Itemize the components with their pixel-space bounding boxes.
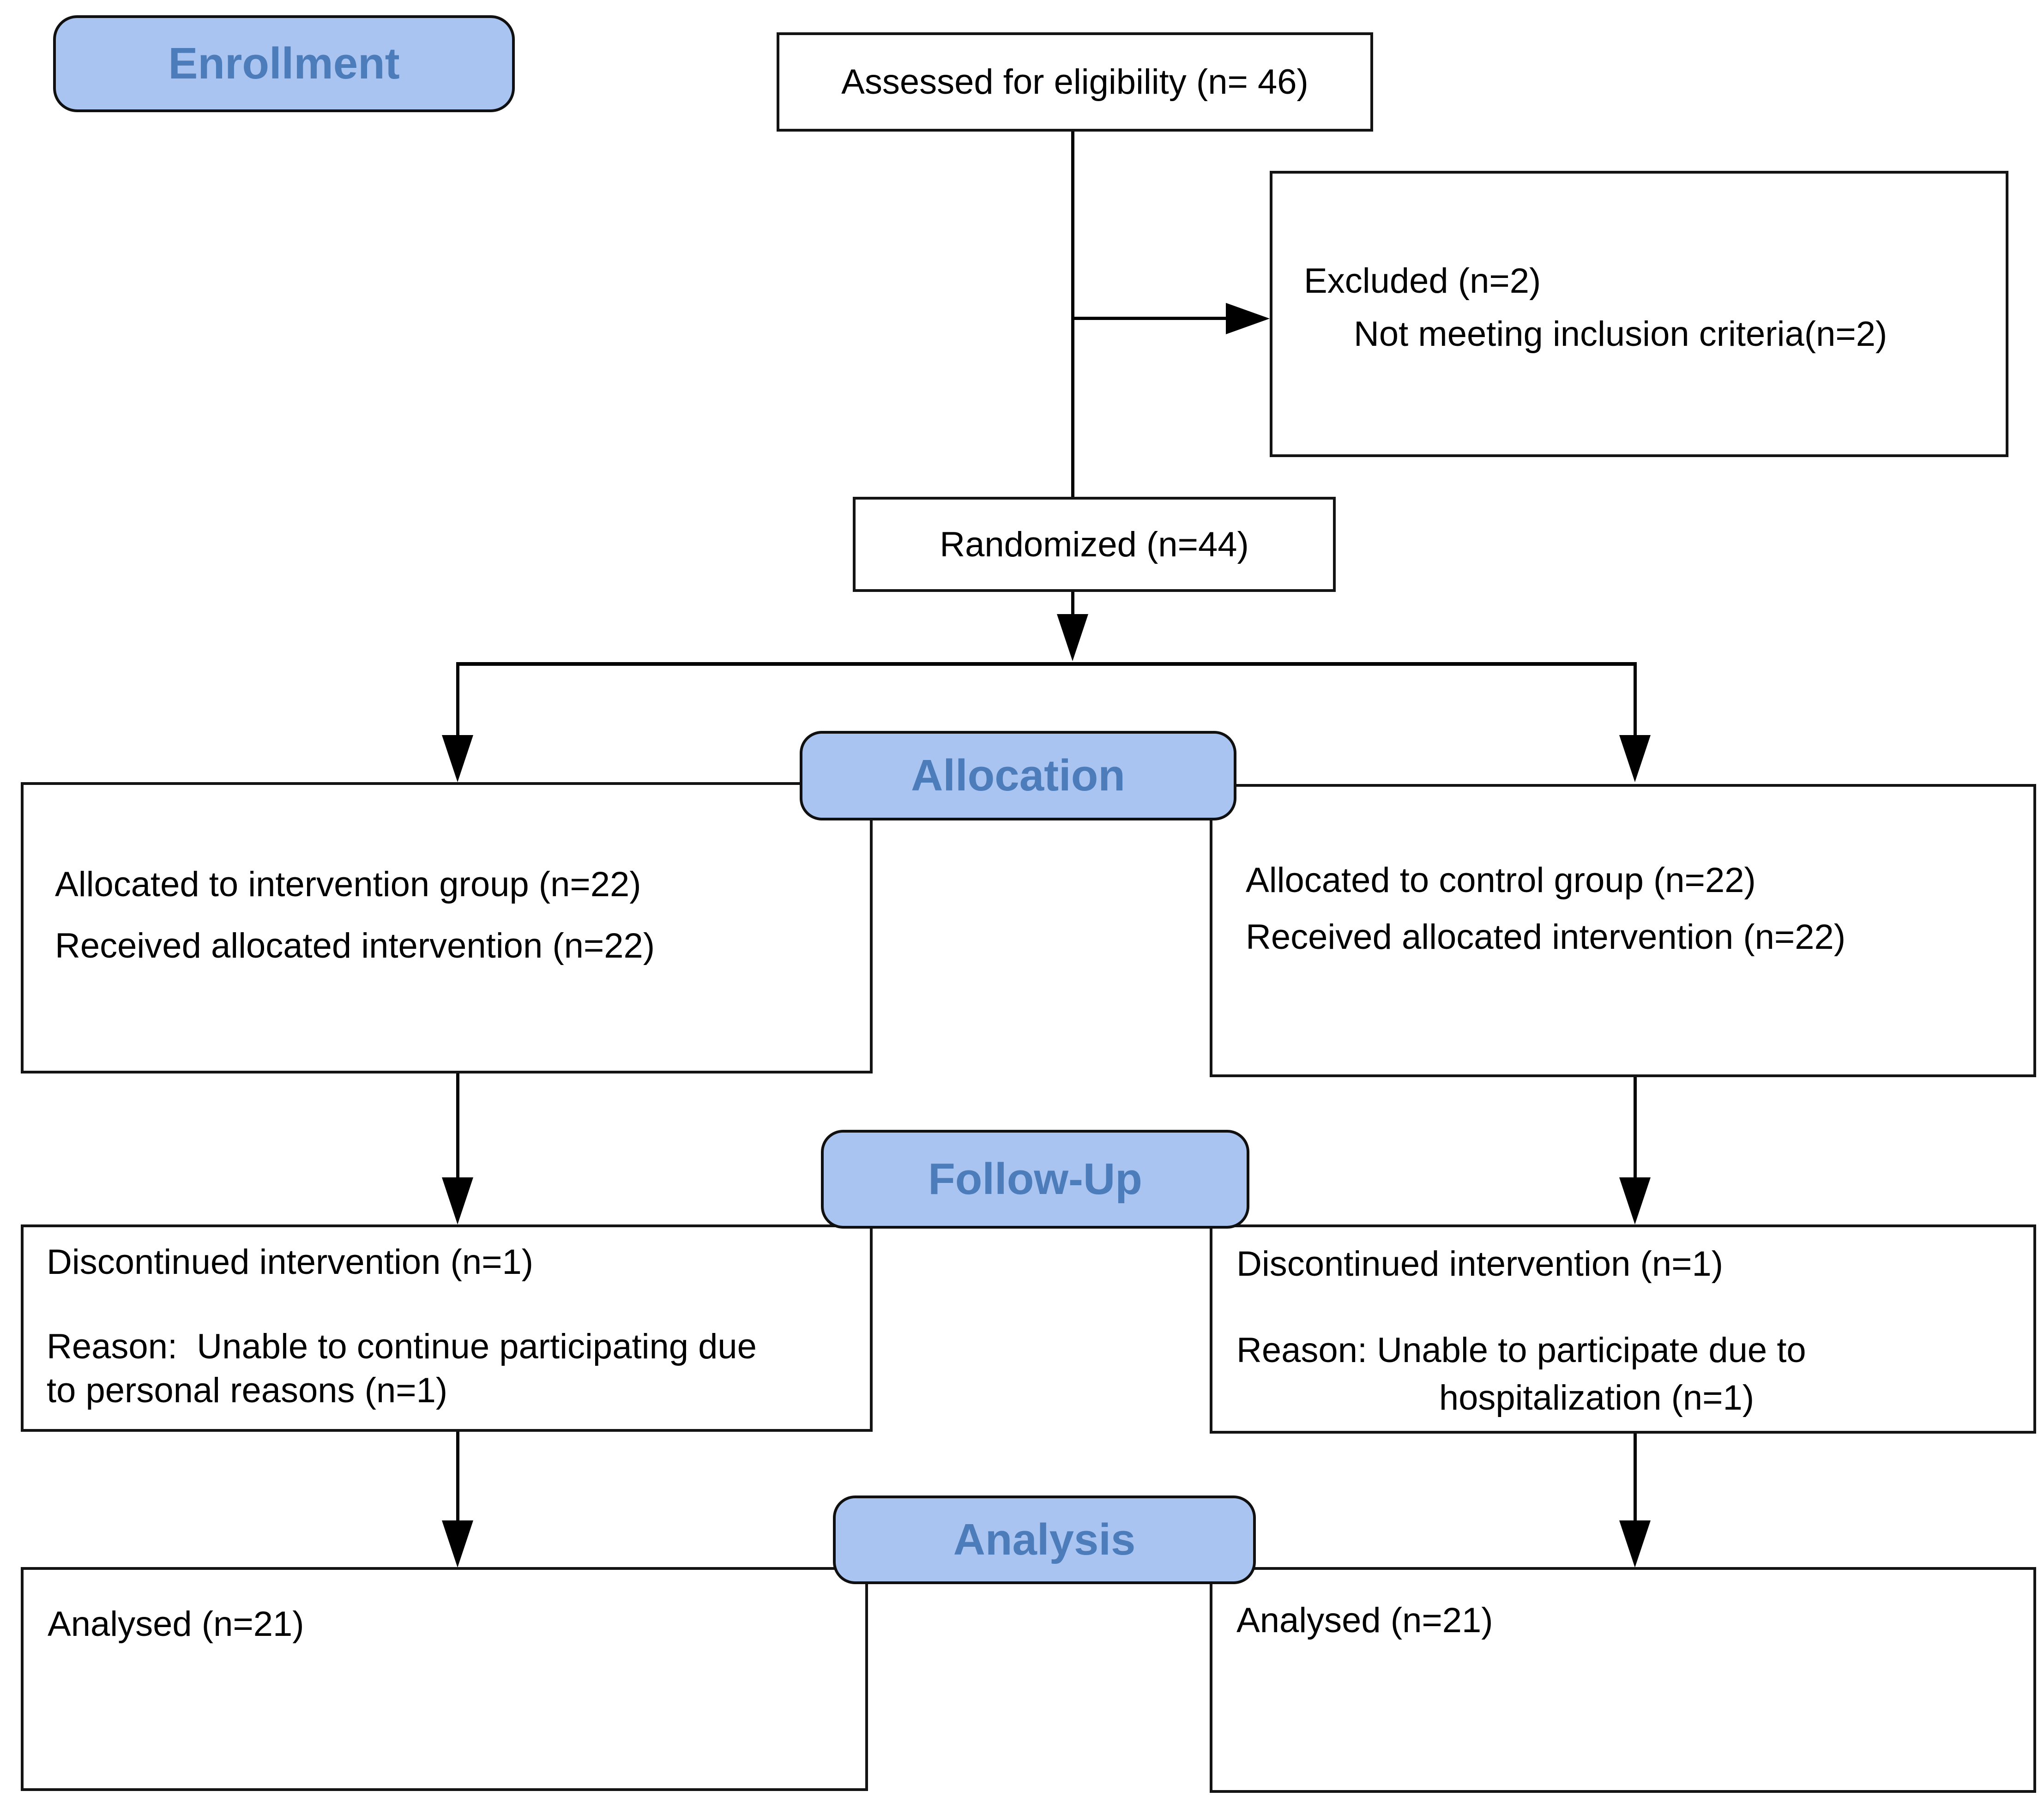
followup-intervention-discontinued: Discontinued intervention (n=1) — [47, 1242, 534, 1282]
followup-intervention-reason: Reason: Unable to continue participating… — [47, 1327, 757, 1410]
excluded-reason-text: Not meeting inclusion criteria(n=2) — [1354, 314, 1887, 354]
arrowhead-randomized-icon — [1057, 614, 1088, 661]
excluded-box: Excluded (n=2) Not meeting inclusion cri… — [1270, 171, 2008, 457]
allocated-control-line1: Allocated to control group (n=22) — [1246, 861, 1756, 900]
followup-intervention-box: Discontinued intervention (n=1) Reason: … — [21, 1224, 873, 1432]
stage-badge-analysis: Analysis — [833, 1495, 1256, 1584]
arrowhead-allocation-left-icon — [442, 735, 473, 782]
arrowhead-analysis-right-icon — [1619, 1520, 1651, 1568]
assessed-text: Assessed for eligibility (n= 46) — [841, 62, 1308, 102]
followup-control-reason-line1: Reason: Unable to participate due to — [1236, 1331, 1806, 1370]
connector-split-left — [456, 662, 459, 736]
connector-followup-to-analysis-left — [456, 1432, 459, 1524]
allocated-control-line2: Received allocated intervention (n=22) — [1246, 917, 1846, 957]
arrowhead-followup-right-icon — [1619, 1177, 1651, 1224]
allocated-control-box: Allocated to control group (n=22) Receiv… — [1210, 784, 2036, 1077]
arrowhead-analysis-left-icon — [442, 1520, 473, 1568]
connector-split-line — [456, 662, 1637, 666]
allocated-intervention-box: Allocated to intervention group (n=22) R… — [21, 782, 873, 1073]
connector-alloc-to-followup-right — [1634, 1077, 1637, 1180]
analysed-intervention-box: Analysed (n=21) — [21, 1567, 868, 1791]
connector-to-excluded — [1073, 317, 1230, 320]
connector-followup-to-analysis-right — [1634, 1434, 1637, 1524]
excluded-title-text: Excluded (n=2) — [1304, 261, 1541, 301]
arrowhead-excluded-icon — [1226, 303, 1270, 334]
allocated-intervention-line2: Received allocated intervention (n=22) — [55, 926, 655, 965]
analysed-control-text: Analysed (n=21) — [1236, 1601, 1493, 1640]
analysed-control-box: Analysed (n=21) — [1210, 1567, 2036, 1793]
randomized-box: Randomized (n=44) — [853, 497, 1336, 592]
followup-control-box: Discontinued intervention (n=1) Reason: … — [1210, 1224, 2036, 1434]
randomized-text: Randomized (n=44) — [940, 525, 1249, 564]
allocated-intervention-line1: Allocated to intervention group (n=22) — [55, 865, 641, 904]
stage-badge-enrollment: Enrollment — [53, 15, 515, 112]
arrowhead-followup-left-icon — [442, 1177, 473, 1224]
stage-badge-followup: Follow-Up — [821, 1130, 1249, 1229]
followup-control-discontinued: Discontinued intervention (n=1) — [1236, 1244, 1724, 1284]
analysed-intervention-text: Analysed (n=21) — [48, 1604, 304, 1644]
arrowhead-allocation-right-icon — [1619, 735, 1651, 782]
connector-assessed-to-randomized — [1071, 131, 1074, 498]
followup-control-reason-line2: hospitalization (n=1) — [1439, 1378, 1755, 1417]
stage-badge-allocation: Allocation — [800, 731, 1236, 820]
connector-alloc-to-followup-left — [456, 1073, 459, 1180]
assessed-for-eligibility-box: Assessed for eligibility (n= 46) — [777, 32, 1373, 132]
connector-split-right — [1634, 662, 1637, 736]
